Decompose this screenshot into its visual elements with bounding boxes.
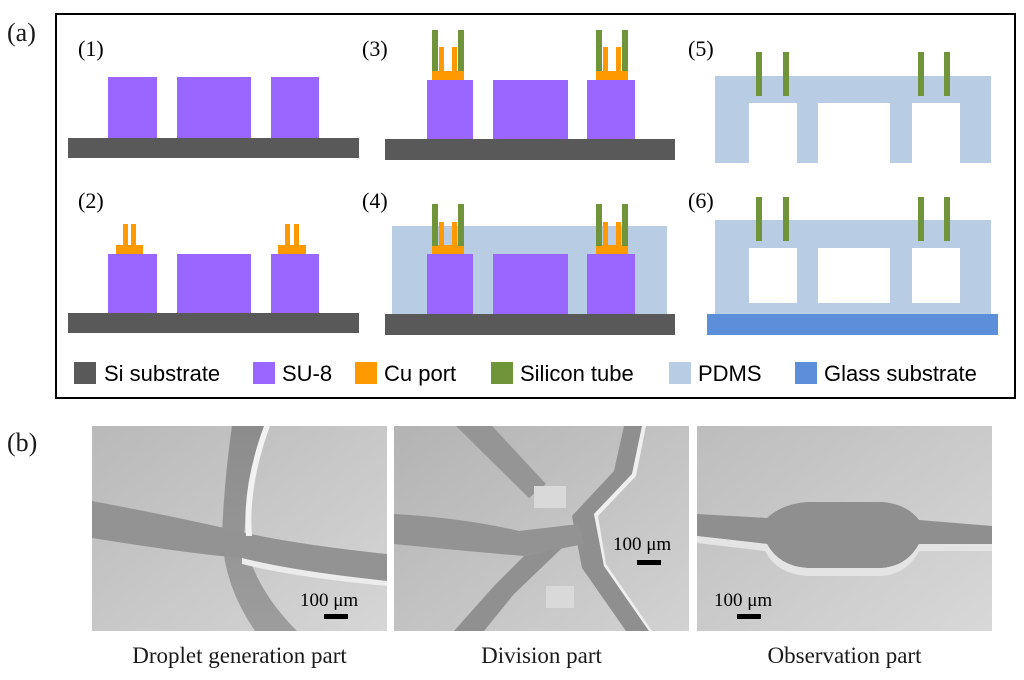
sem-image-observation: 100 μm — [697, 426, 992, 631]
step-label-5: (5) — [688, 36, 714, 61]
lower-branch — [454, 548, 562, 631]
su8-block — [587, 80, 635, 139]
silicon-tube — [458, 30, 464, 71]
scale-bar-label: 100 μm — [714, 590, 772, 611]
legend-label-glass: Glass substrate — [824, 361, 977, 386]
panel-a-frame — [55, 13, 1016, 399]
legend-swatch-pdms — [669, 362, 691, 384]
junction-block — [546, 586, 574, 608]
right-channel — [572, 426, 649, 631]
legend-label-pdms: PDMS — [698, 361, 762, 386]
vertical-channel — [222, 426, 297, 631]
chamber-edge-highlight — [697, 536, 992, 576]
silicon-tube — [944, 197, 950, 241]
legend: Si substrate SU-8 Cu port Silicon tube P… — [74, 361, 977, 386]
caption-observation: Observation part — [767, 643, 922, 668]
si-substrate — [68, 138, 359, 158]
silicon-tube — [944, 52, 950, 96]
pdms-mold — [715, 76, 991, 163]
cu-port — [596, 222, 628, 254]
cu-port — [596, 47, 628, 80]
su8-block — [493, 80, 568, 139]
cu-port — [432, 47, 464, 80]
fabrication-process-diagram: (1) (2) (3) (4) (5) (6) — [55, 13, 1016, 399]
si-substrate — [385, 314, 675, 335]
step-6-drawing — [707, 197, 998, 335]
step-label-1: (1) — [78, 36, 104, 61]
silicon-tube — [622, 30, 628, 71]
legend-swatch-cu — [355, 362, 377, 384]
legend-label-tube: Silicon tube — [520, 361, 634, 386]
su8-block — [587, 254, 635, 314]
scale-bar-label: 100 μm — [613, 534, 671, 555]
legend-label-su8: SU-8 — [282, 361, 332, 386]
silicon-tube — [918, 52, 924, 96]
silicon-tube — [596, 204, 602, 246]
upper-left-branch — [456, 426, 546, 498]
step-5-drawing — [715, 52, 991, 163]
silicon-tube — [918, 197, 924, 241]
step-4-drawing — [385, 204, 675, 335]
scale-bar — [637, 560, 661, 565]
su8-block — [108, 77, 157, 138]
silicon-tube — [783, 197, 789, 241]
silicon-tube — [458, 204, 464, 246]
channel-edge-highlight — [242, 558, 387, 586]
si-substrate — [385, 139, 675, 160]
step-label-6: (6) — [688, 188, 714, 213]
su8-block — [271, 77, 319, 138]
silicon-tube — [432, 204, 438, 246]
su8-block — [108, 254, 157, 313]
silicon-tube — [622, 204, 628, 246]
step-2-drawing — [68, 224, 359, 333]
scale-bar — [737, 614, 761, 619]
step-1-drawing — [68, 77, 359, 158]
glass-substrate — [707, 314, 998, 335]
legend-swatch-tube — [491, 362, 513, 384]
legend-label-cu: Cu port — [384, 361, 456, 386]
su8-block — [427, 80, 473, 139]
silicon-tube — [596, 30, 602, 71]
scale-bar-label: 100 μm — [300, 590, 358, 611]
observation-chamber — [697, 502, 992, 568]
junction-block — [534, 486, 566, 508]
silicon-tube — [783, 52, 789, 96]
caption-droplet-generation: Droplet generation part — [132, 643, 347, 668]
step-label-3: (3) — [362, 36, 388, 61]
legend-swatch-si — [74, 362, 96, 384]
su8-block — [427, 254, 473, 314]
caption-division: Division part — [481, 643, 602, 668]
su8-block — [177, 254, 251, 313]
left-main-channel — [394, 514, 584, 556]
legend-swatch-glass — [795, 362, 817, 384]
su8-block — [271, 254, 319, 313]
legend-label-si: Si substrate — [104, 361, 220, 386]
channel-edge-highlight — [245, 426, 270, 536]
step-label-2: (2) — [78, 188, 104, 213]
horizontal-channel — [92, 501, 387, 581]
scale-bar — [324, 614, 348, 619]
sem-image-division: 100 μm — [394, 426, 689, 631]
right-channel-wall — [594, 426, 652, 631]
si-substrate — [68, 313, 359, 333]
step-label-4: (4) — [362, 188, 388, 213]
cu-port — [116, 224, 143, 254]
silicon-tube — [756, 197, 762, 241]
cu-port — [278, 224, 306, 254]
su8-block — [177, 77, 251, 138]
step-3-drawing — [385, 30, 675, 160]
su8-block — [493, 254, 568, 314]
panel-a-label: (a) — [7, 18, 36, 47]
silicon-tube — [432, 30, 438, 71]
legend-swatch-su8 — [253, 362, 275, 384]
panel-b-label: (b) — [7, 428, 38, 457]
pdms-chip — [715, 220, 991, 314]
sem-image-droplet-generation: 100 μm — [92, 426, 387, 631]
cu-port — [432, 222, 464, 254]
silicon-tube — [756, 52, 762, 96]
